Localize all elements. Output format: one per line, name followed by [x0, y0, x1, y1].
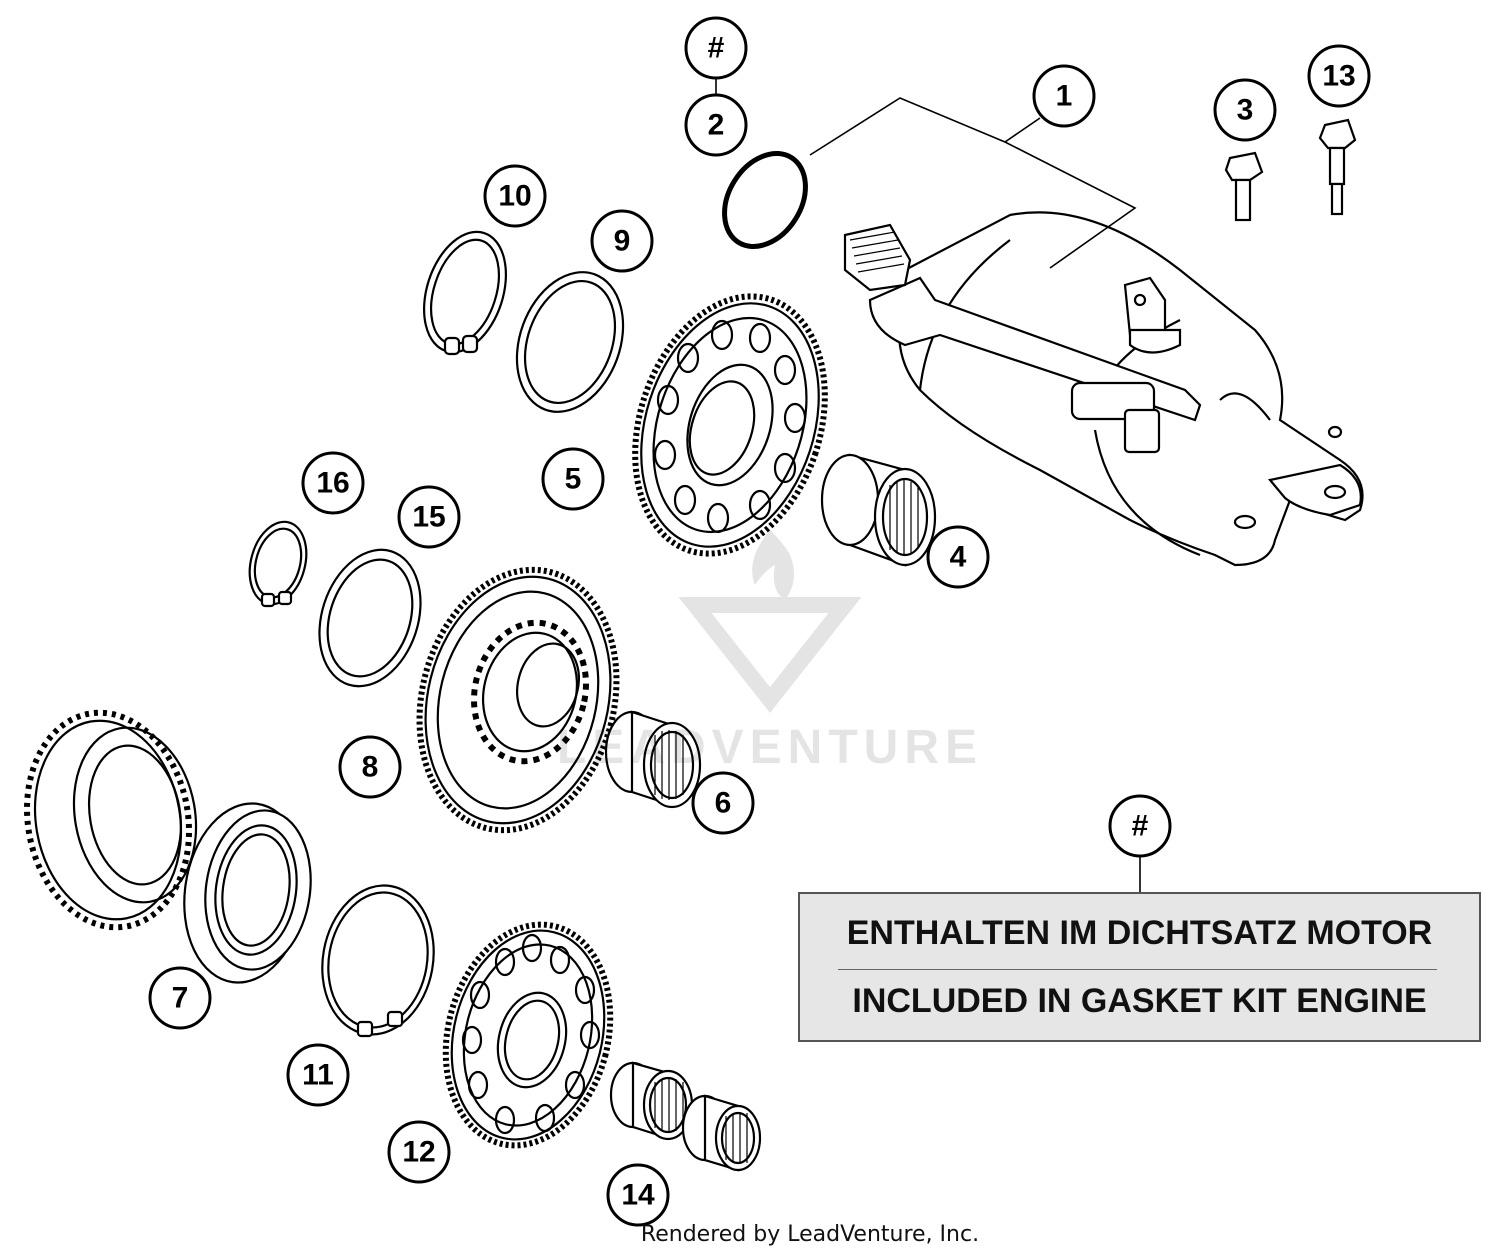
part-13-bolt[interactable]	[1318, 118, 1357, 216]
svg-text:9: 9	[614, 225, 631, 258]
legend-symbol: #	[1108, 794, 1172, 892]
svg-text:2: 2	[708, 109, 725, 142]
part-6-needle-bearing[interactable]	[604, 710, 702, 809]
callout-1[interactable]: 1	[1032, 64, 1096, 128]
callout-4[interactable]: 4	[926, 525, 990, 589]
svg-text:3: 3	[1237, 94, 1254, 127]
footer-credit: Rendered by LeadVenture, Inc.	[640, 1222, 980, 1247]
callout-11[interactable]: 11	[286, 1043, 350, 1107]
callout-16[interactable]: 16	[301, 451, 365, 515]
svg-text:4: 4	[950, 541, 967, 574]
svg-text:15: 15	[412, 501, 445, 534]
callout-9[interactable]: 9	[590, 209, 654, 273]
part-11-retaining-ring[interactable]	[311, 877, 445, 1044]
part-3-bolt[interactable]	[1224, 151, 1264, 222]
callout-14[interactable]: 14	[606, 1163, 670, 1227]
svg-text:1: 1	[1056, 80, 1073, 113]
legend-box: ENTHALTEN IM DICHTSATZ MOTOR INCLUDED IN…	[798, 892, 1481, 1042]
svg-text:#: #	[708, 32, 725, 65]
svg-text:12: 12	[402, 1136, 435, 1169]
part-5-gear[interactable]	[604, 272, 857, 579]
part-15-washer[interactable]	[303, 537, 438, 700]
callout-5[interactable]: 5	[541, 447, 605, 511]
part-7-freewheel-gear[interactable]	[10, 700, 320, 991]
callout-15[interactable]: 15	[397, 485, 461, 549]
svg-text:10: 10	[498, 180, 531, 213]
part-14-needle-bearings[interactable]	[609, 1061, 762, 1172]
callout-13[interactable]: 13	[1307, 44, 1371, 108]
svg-text:16: 16	[316, 467, 349, 500]
legend-divider	[838, 969, 1437, 970]
callout-3[interactable]: 3	[1213, 78, 1277, 142]
part-2-o-ring[interactable]	[708, 139, 822, 262]
leader-line-1	[809, 97, 1137, 269]
callout-10[interactable]: 10	[483, 164, 547, 228]
callout-6[interactable]: 6	[691, 771, 755, 835]
svg-text:#: #	[1132, 810, 1149, 843]
part-1-starter-motor[interactable]	[843, 211, 1364, 567]
legend-text-german: ENTHALTEN IM DICHTSATZ MOTOR	[846, 914, 1433, 952]
callout-8[interactable]: 8	[338, 735, 402, 799]
svg-text:13: 13	[1322, 60, 1355, 93]
part-12-gear[interactable]	[423, 907, 632, 1163]
part-9-washer[interactable]	[498, 257, 641, 427]
callout-2-hash[interactable]: #	[684, 16, 748, 80]
svg-text:5: 5	[565, 463, 582, 496]
callout-7[interactable]: 7	[148, 966, 212, 1030]
svg-text:8: 8	[362, 751, 379, 784]
legend-text-english: INCLUDED IN GASKET KIT ENGINE	[852, 982, 1427, 1020]
part-4-needle-bearing[interactable]	[820, 453, 937, 567]
svg-text:7: 7	[172, 982, 189, 1015]
svg-text:14: 14	[621, 1179, 655, 1212]
svg-text:6: 6	[715, 787, 732, 820]
part-16-circlip[interactable]	[241, 515, 315, 610]
part-10-circlip[interactable]	[410, 221, 521, 362]
svg-text:11: 11	[302, 1059, 334, 1092]
callout-12[interactable]: 12	[387, 1120, 451, 1184]
part-8-double-gear[interactable]	[393, 549, 643, 852]
callout-2[interactable]: 2	[684, 93, 748, 157]
